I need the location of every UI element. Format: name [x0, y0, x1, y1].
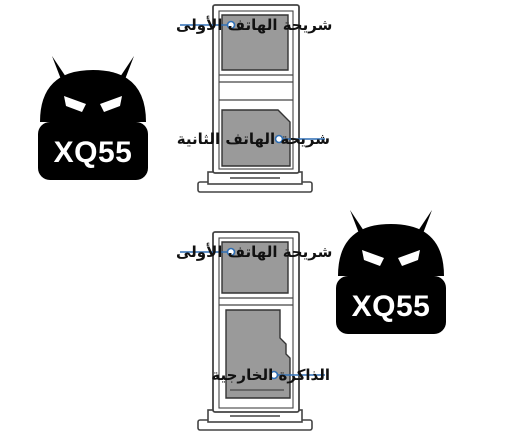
bottom-sim-tray	[180, 231, 325, 431]
sim-card-1-bottom	[221, 241, 289, 294]
pointer-sim1-bottom	[180, 247, 236, 257]
sim-card-2	[221, 109, 291, 167]
label-memory: الذاكرة الخارجية	[211, 366, 330, 384]
label-sim1-bottom: شريحة الهاتف الأولى	[176, 243, 332, 261]
mascot-bottom-right: XQ55	[336, 210, 446, 334]
pointer-sim1-top	[180, 20, 236, 30]
mascot-top-left: XQ55	[38, 56, 148, 180]
top-sim-tray	[180, 4, 325, 193]
memory-card	[225, 309, 291, 399]
android-robot-icon	[336, 210, 446, 334]
label-sim2-top: شريحة الهاتف الثانية	[177, 130, 330, 148]
label-sim1-top: شريحة الهاتف الأولى	[176, 16, 332, 34]
pointer-sim2-top	[274, 134, 325, 144]
pointer-memory	[269, 370, 325, 380]
mascot-badge-bottom: XQ55	[352, 290, 431, 323]
mascot-badge-top: XQ55	[54, 136, 133, 169]
android-robot-icon	[38, 56, 148, 180]
sim-card-1	[221, 14, 289, 71]
